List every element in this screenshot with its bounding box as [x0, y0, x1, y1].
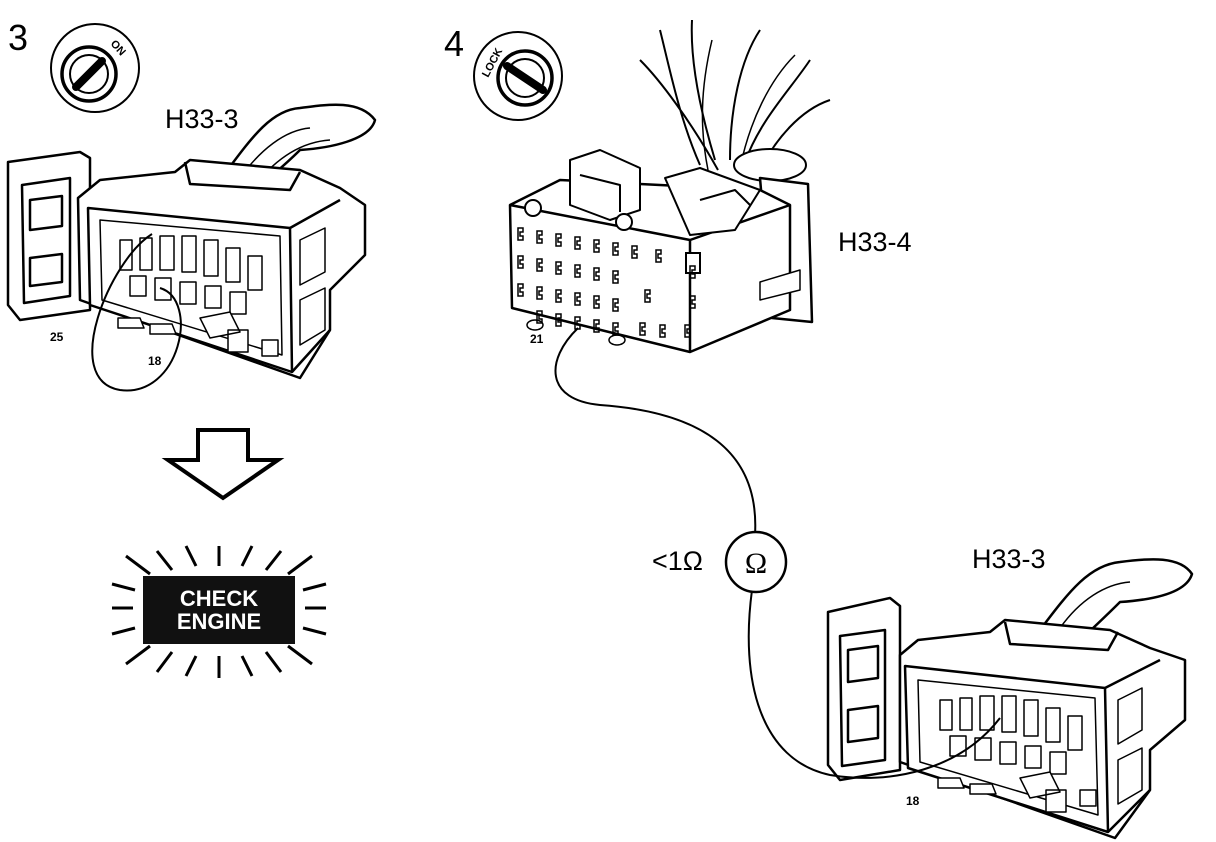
check-engine-line2: ENGINE: [176, 609, 262, 634]
down-arrow-icon: [161, 428, 285, 501]
ohmmeter-icon: [724, 530, 788, 594]
pin-label-18-right: 18: [906, 794, 920, 808]
connector-h33-3-right-drawing: [826, 558, 1194, 840]
connector-h33-4-terminals: [517, 227, 701, 338]
connector-label-h33-3-left: H33-3: [165, 104, 239, 134]
ohmmeter-lead-lower: [747, 589, 1001, 779]
pin-label-18-left: 18: [148, 354, 162, 368]
connector-label-h33-3-right: H33-3: [972, 544, 1046, 574]
step-4-number: 4: [444, 23, 465, 64]
step-3-number: 3: [8, 17, 29, 58]
ignition-switch-lock-icon: LOCK: [473, 31, 563, 121]
ohmmeter-lead-upper: [554, 327, 757, 536]
jumper-wire-left: [91, 233, 182, 392]
pin-label-21: 21: [530, 332, 544, 346]
connector-label-h33-4: H33-4: [838, 227, 912, 257]
lamp-flash-rays: [111, 545, 327, 678]
check-engine-lamp: CHECK ENGINE: [143, 576, 295, 644]
ignition-switch-on-icon: ON: [50, 23, 140, 113]
ohmmeter-symbol: Ω: [745, 547, 767, 580]
check-engine-line1: CHECK: [179, 585, 259, 611]
pin-label-25: 25: [50, 330, 64, 344]
resistance-spec: <1Ω: [652, 546, 703, 576]
connector-h33-3-left-drawing: [6, 103, 377, 380]
connector-h33-4-drawing: [508, 19, 831, 354]
